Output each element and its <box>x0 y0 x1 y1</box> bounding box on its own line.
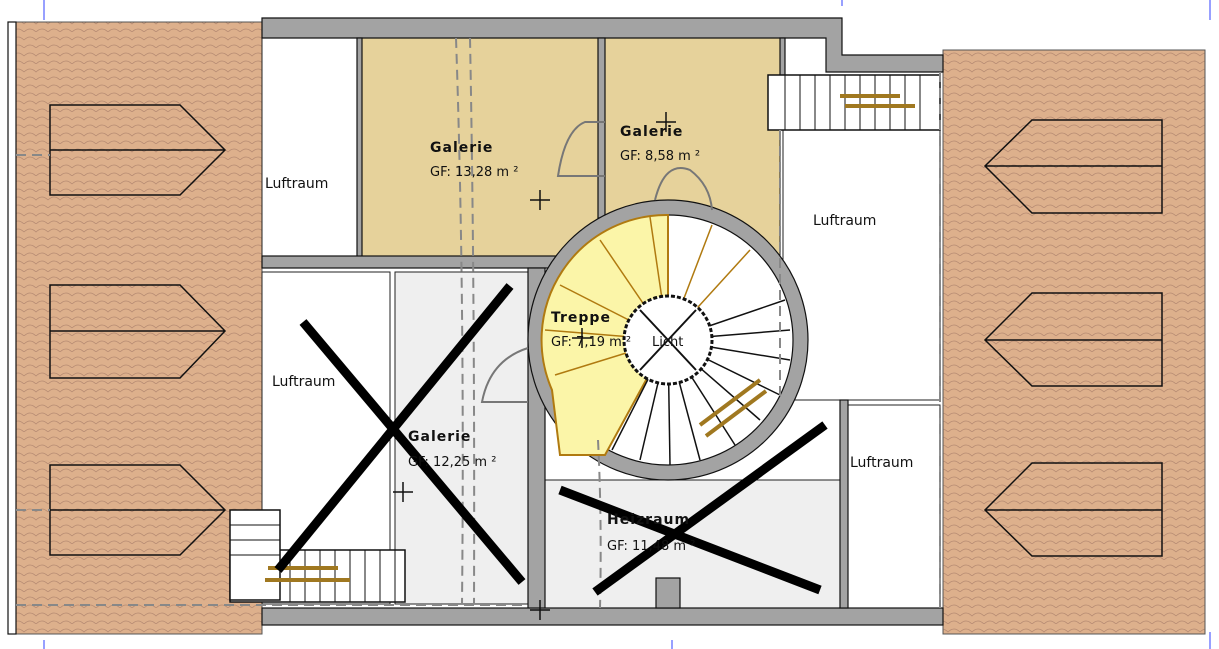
spiral-staircase <box>527 199 809 481</box>
luftraum-2-area <box>261 271 391 605</box>
stair-bottom-left <box>229 509 406 603</box>
hidden-lines <box>16 37 941 609</box>
luftraum-3-area <box>782 127 941 401</box>
galerie-2-area-label: GF: 8,58 m ² <box>620 149 700 164</box>
licht-label: Licht <box>652 335 683 350</box>
luftraum-1-area <box>261 37 358 263</box>
luftraum-label-2: Luftraum <box>272 374 335 390</box>
sheet-marks <box>43 0 1211 649</box>
dormers-left <box>49 104 227 556</box>
treppe-name: Treppe <box>551 310 611 326</box>
stair-top-right <box>767 74 941 131</box>
demolition-crosses <box>274 283 828 596</box>
galerie-3-area-label: GF: 12,25 m ² <box>408 455 496 470</box>
galerie-3-name: Galerie <box>408 429 471 445</box>
galerie-1-name: Galerie <box>430 140 493 156</box>
luftraum-4-area <box>847 404 941 609</box>
dormers-right <box>983 119 1163 557</box>
heizraum-area-label: GF: 11,48 m ² <box>607 539 695 554</box>
luftraum-label-4: Luftraum <box>850 455 913 471</box>
luftraum-label-1: Luftraum <box>265 176 328 192</box>
galerie-1-area-label: GF: 13,28 m ² <box>430 165 518 180</box>
luftraum-label-3: Luftraum <box>813 213 876 229</box>
heizraum-name: Heizraum <box>607 512 690 528</box>
doors <box>480 121 713 403</box>
room-markers <box>393 112 676 620</box>
treppe-area-label: GF: 7,19 m ² <box>551 335 631 350</box>
galerie-2-name: Galerie <box>620 124 683 140</box>
